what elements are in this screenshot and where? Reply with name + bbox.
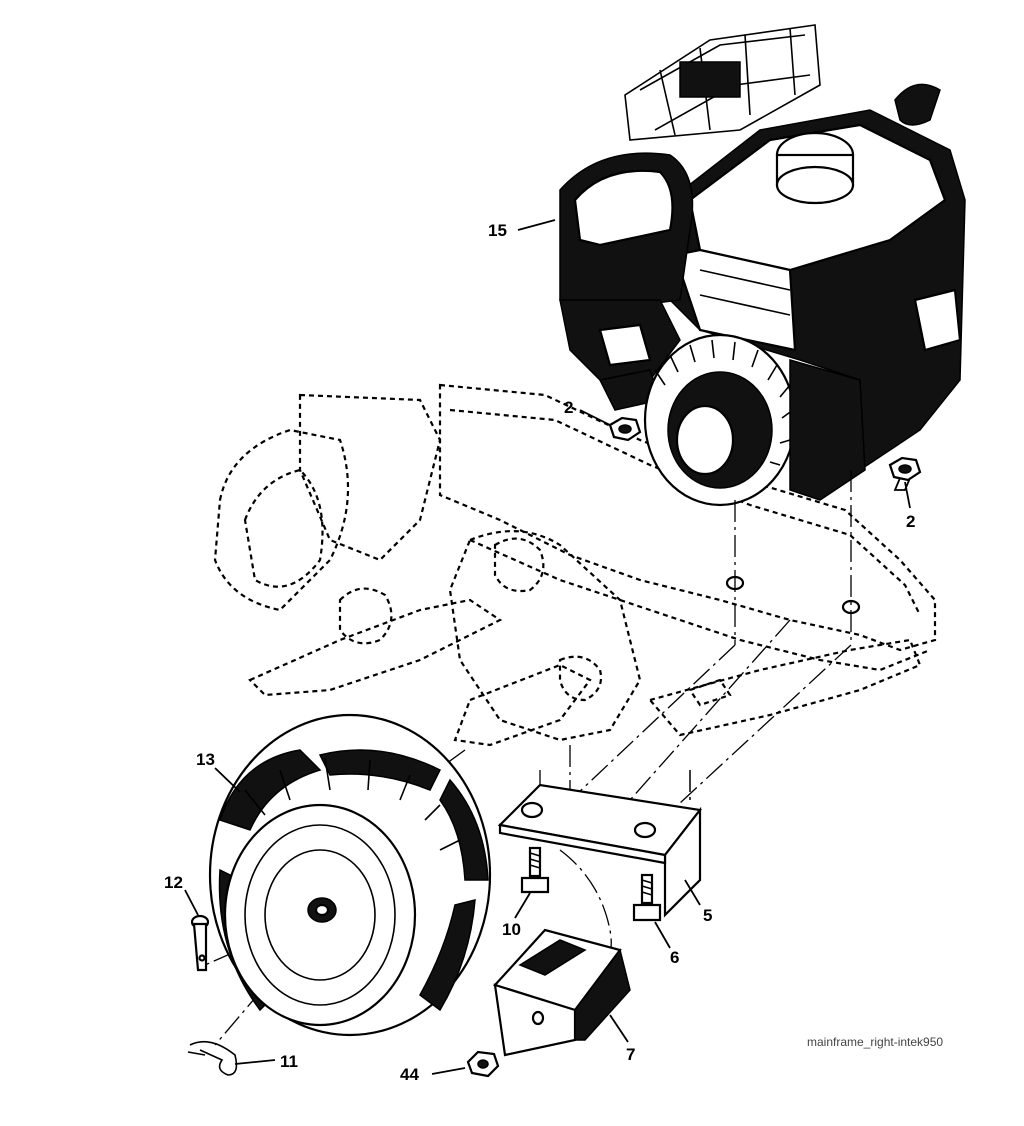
hairpin-clip-part-11 [187,1040,238,1076]
callout-7: 7 [626,1045,635,1064]
callout-11: 11 [280,1052,298,1071]
mount-nut-right [888,456,922,491]
callout-6: 6 [670,948,679,967]
recoil-starter [643,333,797,507]
callout-5: 5 [703,906,712,925]
weight-block-part-7 [493,928,631,1057]
callout-12: 12 [164,873,183,892]
bolt-part-6 [632,873,662,922]
bolt-part-10 [520,846,550,894]
mount-nut-left [608,416,642,442]
nut-part-44 [466,1050,500,1078]
tiller-frame-phantom [213,383,937,747]
callout-44: 44 [400,1065,419,1084]
engine-part-15 [559,24,966,507]
figure-caption: mainframe_right-intek950 [807,1035,943,1049]
clevis-pin-part-12 [190,914,210,972]
leader-lines [184,219,911,1075]
callout-15: 15 [488,221,507,240]
callout-2-right: 2 [906,512,915,531]
callout-13: 13 [196,750,215,769]
callout-2-left: 2 [564,398,573,417]
callout-10: 10 [502,920,521,939]
wheel-tire-part-13 [208,713,492,1037]
engine-guard-cage [624,24,821,141]
